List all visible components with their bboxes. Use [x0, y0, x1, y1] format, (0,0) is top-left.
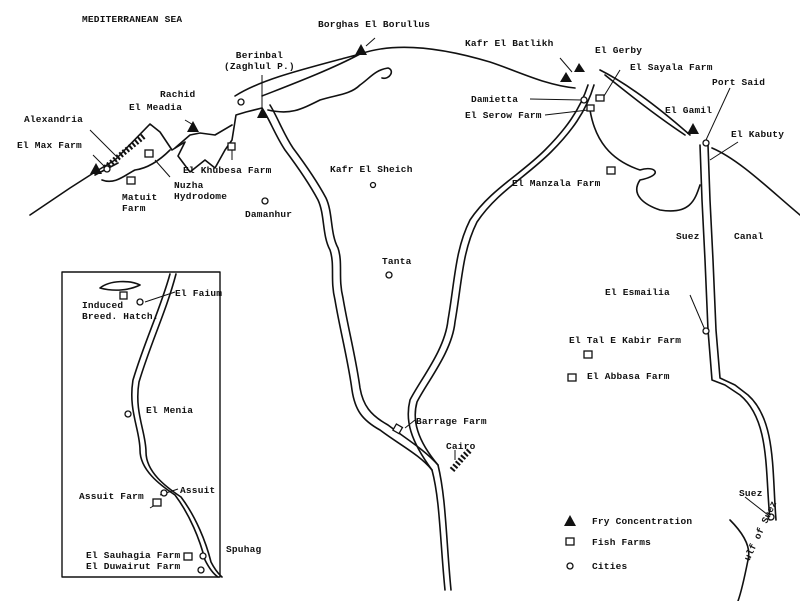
inset-nile	[131, 273, 223, 578]
label-kafr-el-batlikh: Kafr El Batlikh	[465, 38, 554, 49]
sea-label: MEDITERRANEAN SEA	[82, 14, 183, 25]
label-berinbal: Berinbal (Zaghlul P.)	[224, 50, 295, 72]
label-el-meadia: El Meadia	[129, 102, 183, 113]
farm-el-serow	[586, 104, 595, 112]
city-el-menia	[124, 410, 132, 418]
farm-el-sayala	[595, 94, 605, 102]
damietta-branch	[407, 84, 589, 471]
label-el-gamil: El Gamil	[665, 105, 713, 116]
inset-box	[61, 271, 221, 578]
city-spuhag	[199, 552, 207, 560]
city-el-faium	[136, 298, 144, 306]
farm-el-khubesa	[227, 142, 236, 151]
label-el-gerby: El Gerby	[595, 45, 643, 56]
city-el-duwairut	[197, 566, 205, 574]
label-barrage-farm: Barrage Farm	[416, 416, 487, 427]
city-assuit	[160, 489, 168, 497]
label-borghas: Borghas El Borullus	[318, 19, 431, 30]
label-nuzha: Nuzha Hydrodome	[174, 180, 228, 202]
label-induced-breed: Induced Breed. Hatch.	[82, 300, 159, 322]
legend-circle-icon	[566, 562, 574, 570]
label-suez-canal-suez: Suez	[676, 231, 700, 242]
label-matuit: Matuit Farm	[122, 192, 158, 214]
label-el-kabuty: El Kabuty	[731, 129, 785, 140]
legend-label-fish-farms: Fish Farms	[592, 537, 652, 548]
label-el-menia: El Menia	[146, 405, 194, 416]
label-el-abbasa: El Abbasa Farm	[587, 371, 670, 382]
fish-farm-markers	[119, 94, 616, 561]
city-tanta	[385, 271, 393, 279]
farm-assuit	[152, 498, 162, 507]
fry-triangle-berinbal	[257, 108, 268, 118]
city-alexandria	[103, 165, 111, 173]
fry-triangle-batlikh-2	[574, 63, 585, 72]
fry-concentration-markers	[90, 44, 699, 174]
city-damanhur	[261, 197, 269, 205]
legend-label-fry: Fry Concentration	[592, 516, 693, 527]
label-el-sayala: El Sayala Farm	[630, 62, 713, 73]
city-rachid	[237, 98, 245, 106]
farm-el-tal-e-kabir	[583, 350, 593, 359]
farm-barrage	[392, 423, 404, 435]
farm-el-abbasa	[567, 373, 577, 382]
fry-triangle-el-gamil	[687, 123, 699, 134]
label-spuhag: Spuhag	[226, 544, 262, 555]
legend-square-icon	[565, 537, 575, 546]
label-damietta: Damietta	[471, 94, 519, 105]
label-damanhur: Damanhur	[245, 209, 293, 220]
label-el-sauhagia: El Sauhagia Farm	[86, 550, 181, 561]
city-suez	[767, 513, 775, 521]
label-suez: Suez	[739, 488, 763, 499]
fry-triangle-el-meadia	[187, 121, 199, 132]
city-kafr-el-sheich	[369, 181, 377, 189]
fry-triangle-borghas	[355, 44, 367, 55]
label-rachid: Rachid	[160, 89, 196, 100]
label-el-manzala: El Manzala Farm	[512, 178, 601, 189]
label-port-said: Port Said	[712, 77, 766, 88]
farm-induced-breed	[119, 291, 128, 300]
label-cairo: Cairo	[446, 441, 476, 452]
faium-lake	[99, 280, 141, 291]
label-tanta: Tanta	[382, 256, 412, 267]
label-assuit-farm: Assuit Farm	[79, 491, 144, 502]
label-kafr-el-sheich: Kafr El Sheich	[330, 164, 413, 175]
alexandria-hatch	[103, 132, 147, 171]
suez-canal	[699, 144, 777, 521]
label-el-max-farm: El Max Farm	[17, 140, 82, 151]
legend-triangle-icon	[564, 515, 576, 526]
fry-triangle-el-max	[90, 163, 102, 174]
farm-el-sauhagia	[183, 552, 193, 561]
cairo-hatch	[449, 447, 473, 472]
farm-matuit	[126, 176, 136, 185]
label-alexandria: Alexandria	[24, 114, 84, 125]
label-el-serow: El Serow Farm	[465, 110, 542, 121]
city-damietta	[580, 96, 588, 104]
city-markers	[103, 96, 775, 574]
burullus-lake	[234, 53, 393, 113]
label-el-esmailia: El Esmailia	[605, 287, 670, 298]
label-el-faium: El Faium	[175, 288, 223, 299]
farm-el-manzala	[606, 166, 616, 175]
label-el-tal-e-kabir: El Tal E Kabir Farm	[569, 335, 682, 346]
city-port-said	[702, 139, 710, 147]
label-el-duwairut: El Duwairut Farm	[86, 561, 181, 572]
legend-label-cities: Cities	[592, 561, 628, 572]
farm-nuzha	[144, 149, 154, 158]
legend-symbols	[564, 515, 576, 570]
label-assuit: Assuit	[180, 485, 216, 496]
label-suez-canal-canal: Canal	[734, 231, 764, 242]
city-el-esmailia	[702, 327, 710, 335]
label-el-khubesa: El Khubesa Farm	[183, 165, 272, 176]
fry-triangle-batlikh-1	[560, 72, 572, 82]
